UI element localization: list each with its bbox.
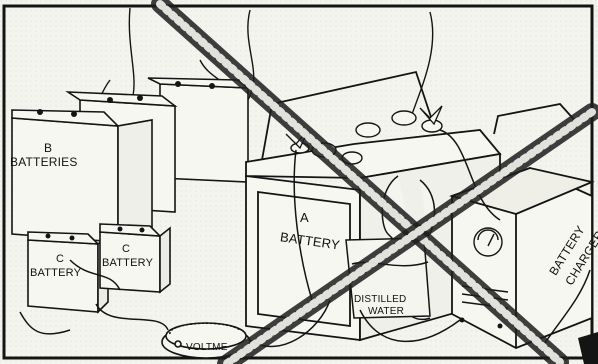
a-battery-label-1: A xyxy=(300,210,309,225)
c-battery-left-label-1: C xyxy=(56,253,64,265)
b-batteries-label-2: BATTERIES xyxy=(10,155,78,169)
distilled-water-label-2: WATER xyxy=(368,306,404,317)
b-batteries-label-1: B xyxy=(44,141,52,155)
voltmeter-label: VOLTME xyxy=(186,342,228,353)
c-battery-right-label-2: BATTERY xyxy=(102,257,154,269)
c-battery-left-label-2: BATTERY xyxy=(30,267,82,279)
c-battery-right-label-1: C xyxy=(122,243,130,255)
charger-meter-icon xyxy=(474,228,502,256)
distilled-water-label-1: DISTILLED xyxy=(354,294,406,305)
